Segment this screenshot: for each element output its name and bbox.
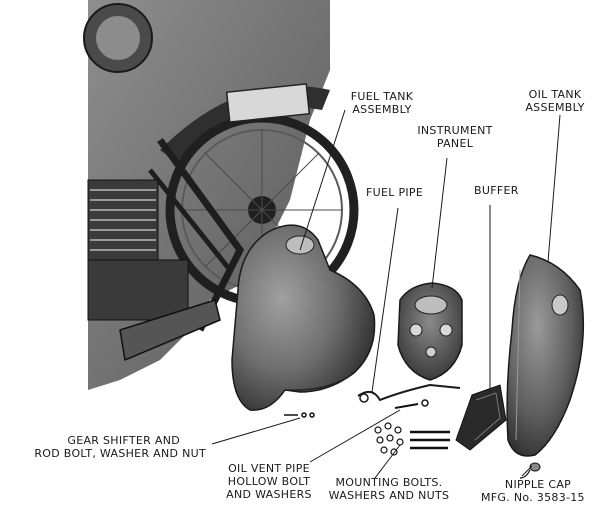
fuel-pipe <box>357 383 461 403</box>
label-fuel-tank-line2: ASSEMBLY <box>352 103 412 116</box>
label-gear-shifter-line1: GEAR SHIFTER AND <box>67 434 180 447</box>
label-oil-vent-pipe: OIL VENT PIPE HOLLOW BOLT AND WASHERS <box>214 462 324 501</box>
label-fuel-tank-assembly: FUEL TANK ASSEMBLY <box>337 90 427 116</box>
nipple-cap <box>519 462 541 479</box>
label-mounting-line2: WASHERS AND NUTS <box>328 489 450 502</box>
gear-shifter-bolt <box>284 412 315 418</box>
label-oil-vent-line3: AND WASHERS <box>226 488 312 501</box>
oil-tank-assembly <box>506 254 585 457</box>
label-instrument-line1: INSTRUMENT <box>417 124 493 137</box>
label-oil-tank-assembly: OIL TANK ASSEMBLY <box>515 88 595 114</box>
label-oil-tank-line2: ASSEMBLY <box>525 101 585 114</box>
label-fuel-tank-line1: FUEL TANK <box>350 90 414 103</box>
label-mfg-number: MFG. No. 3583-15 <box>481 491 585 504</box>
label-mounting-bolts: MOUNTING BOLTS. WASHERS AND NUTS <box>326 476 452 502</box>
label-instrument-line2: PANEL <box>436 137 474 150</box>
label-fuel-pipe: FUEL PIPE <box>366 186 424 199</box>
leader-lines <box>211 109 561 479</box>
label-oil-tank-line1: OIL TANK <box>528 88 582 101</box>
label-buffer: BUFFER <box>474 184 519 197</box>
label-gear-shifter-line2: ROD BOLT, WASHER AND NUT <box>34 447 206 460</box>
label-oil-vent-line1: OIL VENT PIPE <box>228 462 310 475</box>
buffer <box>455 384 507 451</box>
label-instrument-panel: INSTRUMENT PANEL <box>405 124 505 150</box>
label-oil-vent-line2: HOLLOW BOLT <box>227 475 311 488</box>
label-nipple-cap: NIPPLE CAP <box>504 478 572 491</box>
oil-vent-bolt <box>394 399 429 409</box>
motorcycle <box>83 0 359 390</box>
instrument-panel <box>397 282 463 381</box>
fuel-tank-assembly <box>231 224 376 411</box>
mounting-bolts <box>374 422 450 456</box>
label-mounting-line1: MOUNTING BOLTS. <box>335 476 443 489</box>
label-gear-shifter: GEAR SHIFTER AND ROD BOLT, WASHER AND NU… <box>0 434 206 460</box>
